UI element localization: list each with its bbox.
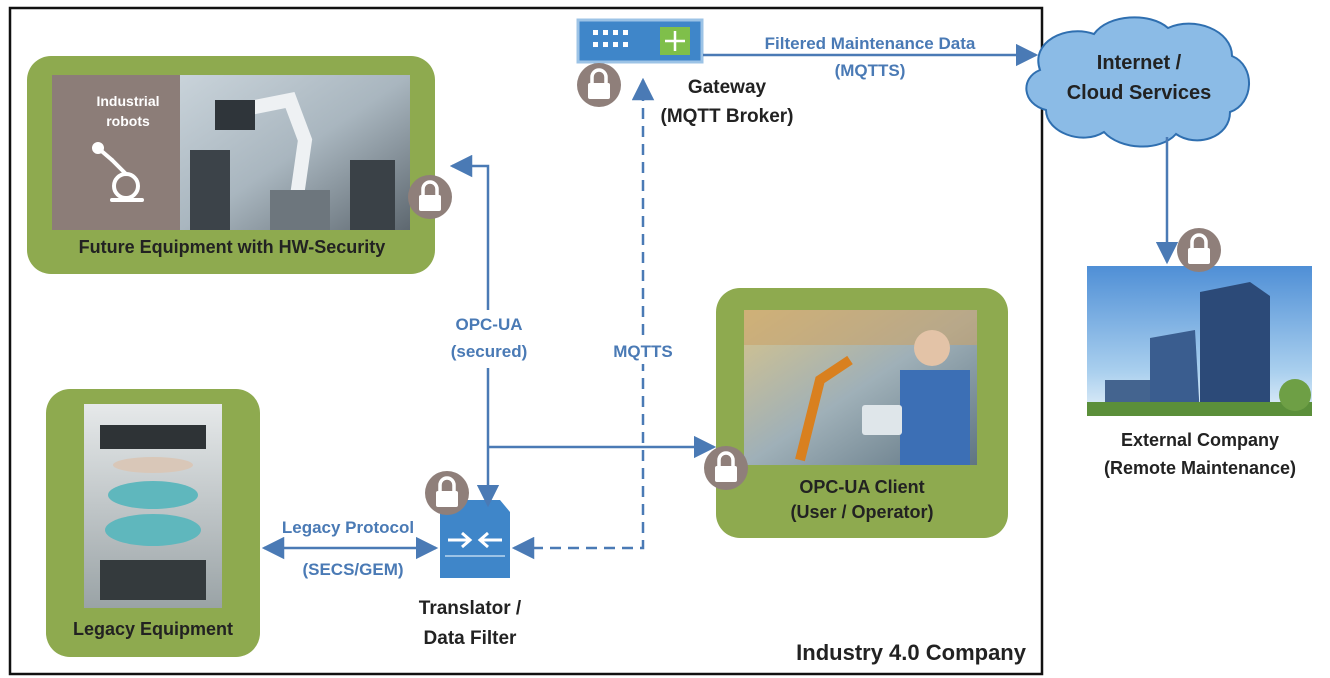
filtered-link-line2: (MQTTS) [835, 61, 906, 80]
translator-label-line2: Data Filter [424, 628, 518, 649]
lock-icon [425, 471, 469, 515]
company-boundary [8, 6, 1044, 676]
robot-badge-line1: Industrial [96, 93, 159, 109]
opcua-client-panel: OPC-UA Client (User / Operator) [716, 288, 1008, 538]
external-company-label-line1: External Company [1121, 430, 1279, 450]
future-equipment-label: Future Equipment with HW-Security [79, 237, 386, 257]
future-equipment-panel: Industrial robots Future Equipment with … [27, 56, 435, 274]
filtered-link-line1: Filtered Maintenance Data [765, 34, 976, 53]
robot-arm-icon [92, 142, 144, 202]
lock-icon [704, 446, 748, 490]
opcua-link [449, 154, 500, 508]
opcua-client-label-line1: OPC-UA Client [799, 477, 924, 497]
lock-icon [577, 63, 621, 107]
legacy-equipment-label: Legacy Equipment [73, 619, 233, 639]
opcua-link-line1: OPC-UA [455, 315, 522, 334]
external-company-label-line2: (Remote Maintenance) [1104, 458, 1296, 478]
translator-device-icon [440, 500, 510, 578]
translator-label-line1: Translator / [419, 598, 522, 619]
gateway-label-line2: (MQTT Broker) [661, 106, 794, 127]
lock-icon [408, 175, 452, 219]
mqtts-link-label: MQTTS [613, 342, 673, 361]
mqtts-link [511, 77, 655, 560]
opcua-link-line2: (secured) [451, 342, 528, 361]
legacy-equipment-panel: Legacy Equipment [46, 389, 260, 657]
lock-icon [1177, 228, 1221, 272]
opcua-client-label-line2: (User / Operator) [790, 502, 933, 522]
gateway-label-line1: Gateway [688, 77, 767, 98]
legacy-photo-detail [100, 425, 206, 600]
building-detail [1087, 282, 1312, 416]
company-label: Industry 4.0 Company [796, 640, 1027, 665]
operator-photo-detail [744, 310, 977, 465]
cloud-icon [1025, 16, 1250, 148]
gateway-device-icon [576, 18, 704, 64]
legacy-link-line2: (SECS/GEM) [302, 560, 403, 579]
robot-photo-detail [190, 91, 395, 230]
legacy-link-line1: Legacy Protocol [282, 518, 414, 537]
cloud-label-line2: Cloud Services [1067, 82, 1212, 104]
robot-badge-line2: robots [106, 113, 150, 129]
cloud-label-line1: Internet / [1097, 52, 1182, 74]
